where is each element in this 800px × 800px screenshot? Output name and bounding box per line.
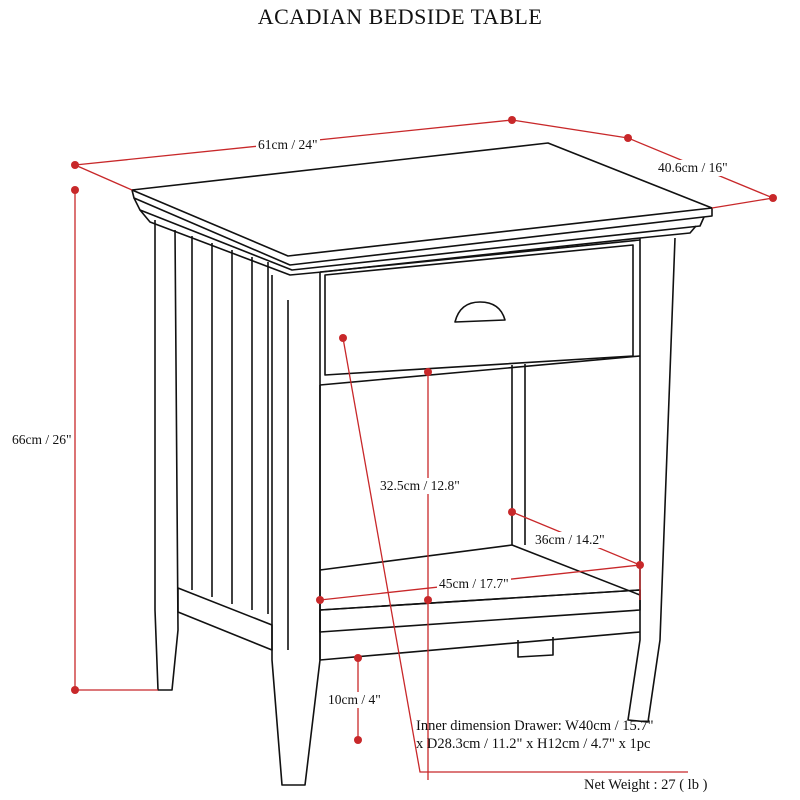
table-outline bbox=[131, 142, 713, 786]
height-label: 66cm / 26" bbox=[10, 432, 74, 448]
depth-label: 40.6cm / 16" bbox=[656, 160, 730, 176]
clearance-label: 10cm / 4" bbox=[326, 692, 383, 708]
drawer-note-line1: Inner dimension Drawer: W40cm / 15.7" bbox=[416, 718, 654, 734]
drawer-note-line2: x D28.3cm / 11.2" x H12cm / 4.7" x 1pc bbox=[416, 736, 651, 752]
shelf-height-label: 32.5cm / 12.8" bbox=[378, 478, 462, 494]
shelf-depth-label: 36cm / 14.2" bbox=[533, 532, 607, 548]
width-label: 61cm / 24" bbox=[256, 137, 320, 153]
drawer-note: Inner dimension Drawer: W40cm / 15.7" x … bbox=[416, 717, 654, 753]
diagram-title: ACADIAN BEDSIDE TABLE bbox=[257, 4, 543, 29]
shelf-width-label: 45cm / 17.7" bbox=[437, 576, 511, 592]
net-weight: Net Weight : 27 ( lb ) bbox=[584, 777, 708, 793]
